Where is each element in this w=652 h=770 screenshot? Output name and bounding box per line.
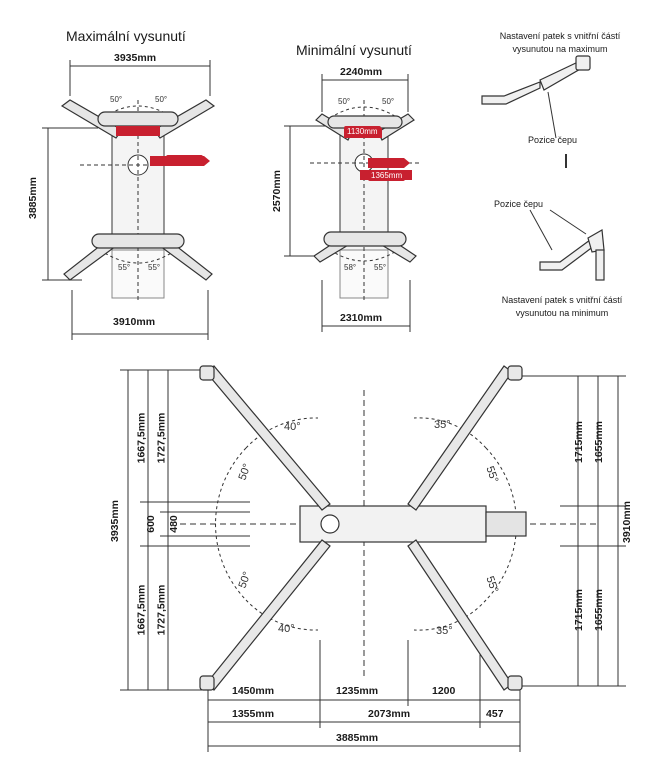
plan-left-dim-600: 600 (144, 515, 157, 533)
plan-angle-1: 40° (284, 421, 301, 433)
min-width-top: 2240mm (340, 66, 383, 78)
min-angle-rear-right: 55° (374, 263, 386, 272)
min-height: 2570mm (271, 169, 284, 213)
max-front-length: 1720mm (120, 130, 158, 141)
plan-angle-6: 55° (483, 465, 500, 485)
min-width-bottom: 2310mm (340, 312, 383, 324)
min-angle-front-left: 50° (338, 97, 350, 106)
plan-bottom-total: 3885mm (336, 732, 379, 744)
max-side-length: 2140mm (166, 155, 204, 166)
plan-right-dim-2: 1655mm (593, 420, 606, 464)
pad-max-note: Nastavení patek s vnitřní částí vysunuto… (472, 30, 648, 56)
plan-right-total: 3910mm (621, 500, 634, 544)
plan-right-dim-1: 1715mm (573, 420, 586, 464)
plan-angle-4: 40° (278, 623, 295, 635)
pin-position-label-1: Pozice čepu (528, 135, 578, 145)
plan-bottom-dim-1200: 1200 (432, 685, 456, 697)
min-angle-rear-left: 58° (344, 263, 356, 272)
min-extension-title: Minimální vysunutí (296, 42, 412, 58)
pad-min-note-line1: Nastavení patek s vnitřní částí (501, 295, 623, 305)
plan-left-dim-6: 1727,5mm (155, 584, 168, 636)
pad-max-note-line2: vysunutou na maximum (512, 44, 608, 54)
pad-min-note-line2: vysunutou na minimum (515, 308, 609, 318)
plan-bottom-dim-1450: 1450mm (232, 685, 275, 697)
plan-bottom-dim-1235: 1235mm (336, 685, 379, 697)
max-angle-front-right: 50° (155, 95, 167, 104)
min-angle-front-right: 50° (382, 97, 394, 106)
max-height: 3885mm (27, 176, 40, 220)
plan-bottom-dim-1355: 1355mm (232, 708, 275, 720)
max-angle-front-left: 50° (110, 95, 122, 104)
pad-max-note-line1: Nastavení patek s vnitřní částí (499, 31, 621, 41)
plan-angle-3: 50° (237, 570, 254, 590)
max-width-bottom: 3910mm (113, 316, 156, 328)
plan-bottom-dim-457: 457 (486, 708, 504, 720)
plan-angle-5: 35° (434, 419, 451, 431)
max-angle-rear-right: 55° (148, 263, 160, 272)
max-angle-rear-left: 55° (118, 263, 130, 272)
plan-right-dim-4: 1655mm (593, 588, 606, 632)
plan-angle-2: 50° (237, 462, 254, 482)
plan-right-dim-3: 1715mm (573, 588, 586, 632)
plan-left-dim-1: 1667,5mm (135, 412, 148, 464)
pad-min-note: Nastavení patek s vnitřní částí vysunuto… (474, 294, 650, 320)
plan-angle-8: 35° (436, 625, 453, 637)
plan-angle-7: 55° (483, 575, 500, 595)
plan-bottom-dim-2073: 2073mm (368, 708, 411, 720)
plan-left-dim-5: 1667,5mm (135, 584, 148, 636)
plan-left-dim-2: 1727,5mm (155, 412, 168, 464)
min-front-length: 1130mm (344, 126, 381, 137)
plan-left-dim-480: 480 (167, 515, 180, 533)
plan-left-total: 3935mm (109, 499, 122, 543)
max-width-top: 3935mm (114, 52, 157, 64)
min-side-length: 1365mm (368, 170, 406, 181)
max-extension-title: Maximální vysunutí (66, 28, 186, 44)
pin-position-label-2: Pozice čepu (494, 199, 544, 209)
